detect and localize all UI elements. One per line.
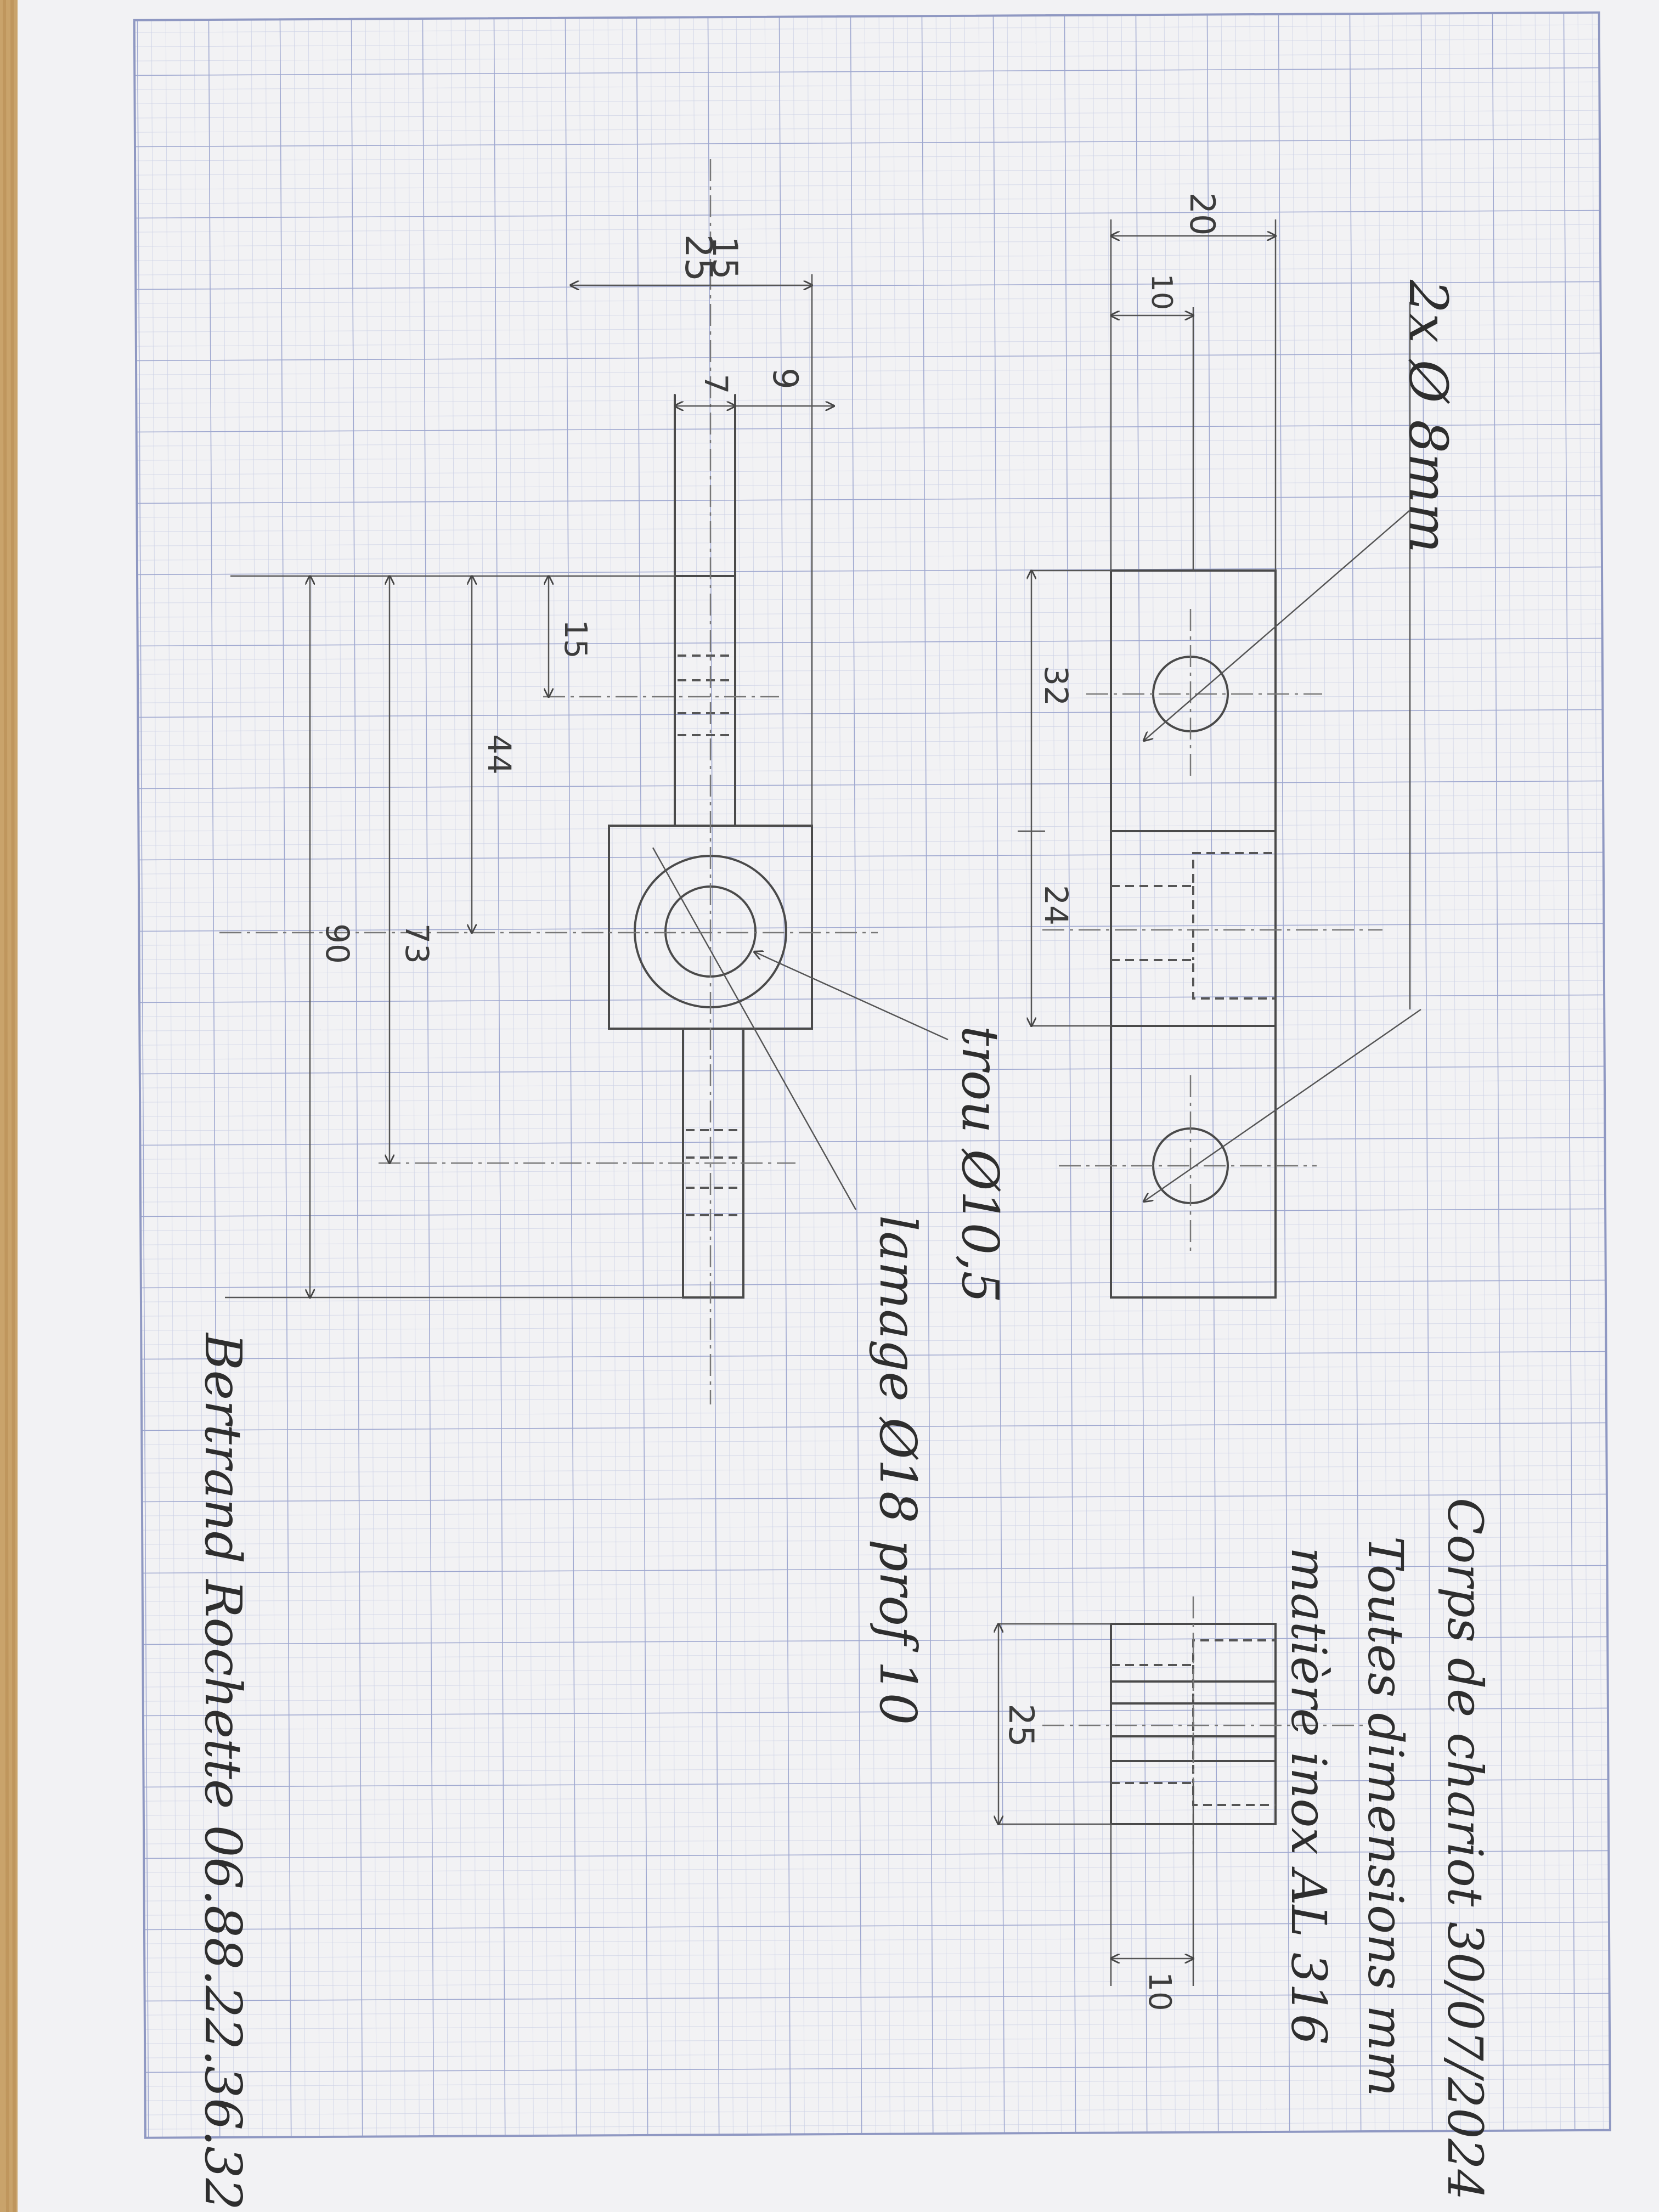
dim-25: 25 — [676, 234, 720, 282]
front-view — [1018, 219, 1421, 1299]
dim-10-top: 10 — [1145, 274, 1178, 310]
callout-through-hole: trou Ø10,5 — [951, 1026, 1009, 1303]
dim-20: 20 — [1182, 193, 1222, 236]
callout-counterbore: lamage Ø18 prof 10 — [868, 1215, 927, 1725]
dim-9: 9 — [765, 368, 805, 389]
dim-15: 15 — [557, 619, 593, 658]
dim-44: 44 — [481, 734, 518, 775]
title-line-3: matière inox AL 316 — [1280, 1547, 1337, 2045]
dim-32: 32 — [1037, 665, 1075, 706]
dim-7: 7 — [697, 374, 735, 394]
dim-90: 90 — [319, 923, 356, 964]
title-line-4: Bertrand Rochette 06.88.22.36.32 — [194, 1332, 252, 2210]
top-view — [219, 159, 949, 1404]
side-view — [998, 1596, 1366, 1986]
title-block: Corps de chariot 30/07/2024 Toutes dimen… — [194, 1332, 1493, 2210]
graph-grid — [133, 11, 1611, 2139]
dim-25-side: 25 — [1001, 1704, 1041, 1747]
dim-24: 24 — [1037, 885, 1075, 926]
callout-holes: 2x Ø 8mm — [1397, 279, 1459, 553]
dim-73: 73 — [398, 923, 436, 964]
title-line-2: Toutes dimensions mm — [1357, 1536, 1414, 2097]
dim-10-side: 10 — [1142, 1972, 1177, 2011]
counterbore-hidden — [1111, 852, 1276, 1000]
title-line-1: Corps de chariot 30/07/2024 — [1437, 1498, 1493, 2200]
dim-15-small: 15 — [705, 236, 745, 280]
